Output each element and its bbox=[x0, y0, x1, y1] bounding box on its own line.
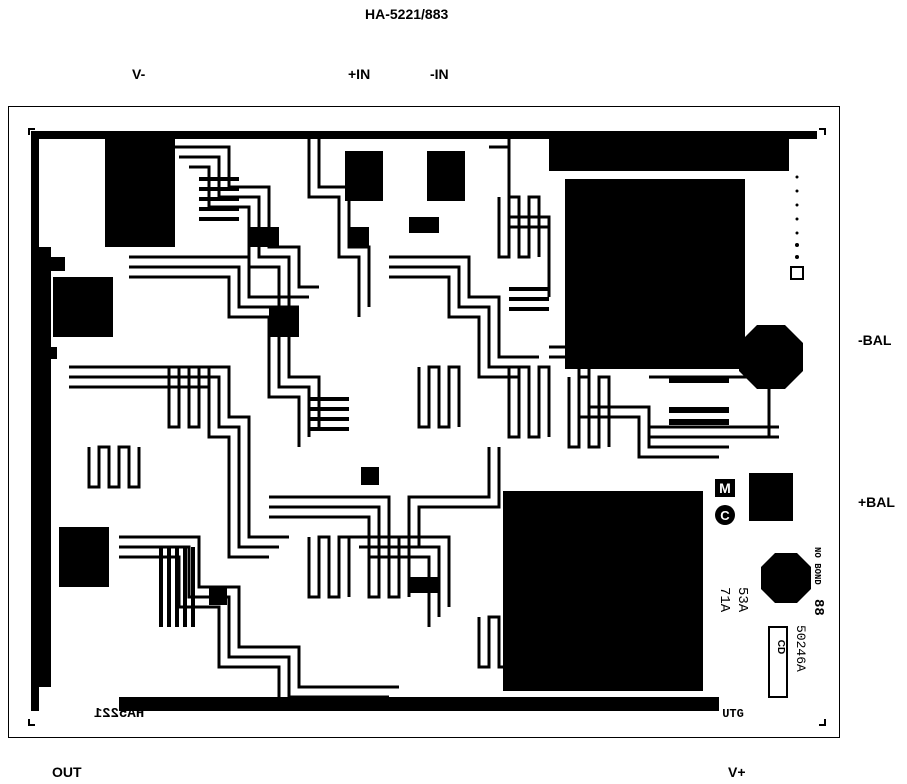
pad-left-lower bbox=[59, 527, 109, 587]
svg-text:M: M bbox=[719, 480, 731, 496]
corner-marks bbox=[28, 128, 826, 726]
pad-no-bond bbox=[761, 553, 811, 603]
die-mask-code-2: 53A bbox=[734, 587, 750, 613]
pad-large-bottom bbox=[503, 491, 703, 691]
svg-text:C: C bbox=[720, 508, 730, 523]
pad-label-plus-bal: +BAL bbox=[858, 494, 895, 510]
mark-m-icon: M bbox=[715, 479, 735, 497]
svg-text:CD: CD bbox=[775, 640, 786, 654]
die-outline: M C CD HA5221 UTG 71A 53A 50246A NO BOND… bbox=[8, 106, 840, 738]
pad-label-plus-in: +IN bbox=[348, 66, 371, 82]
pad-minus-in bbox=[427, 151, 465, 201]
mark-cd: CD bbox=[768, 626, 788, 698]
pad-v-minus bbox=[105, 137, 175, 247]
die-logo: UTG bbox=[722, 707, 744, 721]
die-mask-code-1: 71A bbox=[716, 587, 732, 613]
die-id-code: 88 bbox=[810, 599, 826, 616]
die-part-id: HA5221 bbox=[94, 706, 144, 722]
pad-left-upper bbox=[53, 277, 113, 337]
pad-large-top-right bbox=[565, 179, 745, 369]
pad-label-v-minus: V- bbox=[132, 66, 146, 82]
die-no-bond: NO BOND bbox=[812, 547, 822, 585]
transistor-fingers bbox=[159, 177, 729, 627]
bond-pads bbox=[53, 137, 811, 691]
resistor-arrays bbox=[87, 195, 611, 669]
mark-c-icon: C bbox=[715, 505, 735, 525]
die-layout: M C CD HA5221 UTG 71A 53A 50246A NO BOND… bbox=[28, 128, 826, 726]
die-mask-code-3: 50246A bbox=[793, 625, 808, 672]
chip-title: HA-5221/883 bbox=[365, 6, 449, 22]
pad-plus-in bbox=[345, 151, 383, 201]
pad-label-v-plus: V+ bbox=[728, 764, 746, 780]
pad-plus-bal bbox=[749, 473, 793, 521]
pad-label-minus-in: -IN bbox=[430, 66, 449, 82]
pad-label-minus-bal: -BAL bbox=[858, 332, 892, 348]
diffusion-blocks bbox=[45, 217, 609, 605]
alignment-dots bbox=[790, 175, 804, 280]
pad-label-out: OUT bbox=[52, 764, 82, 780]
pad-minus-bal bbox=[739, 325, 803, 389]
